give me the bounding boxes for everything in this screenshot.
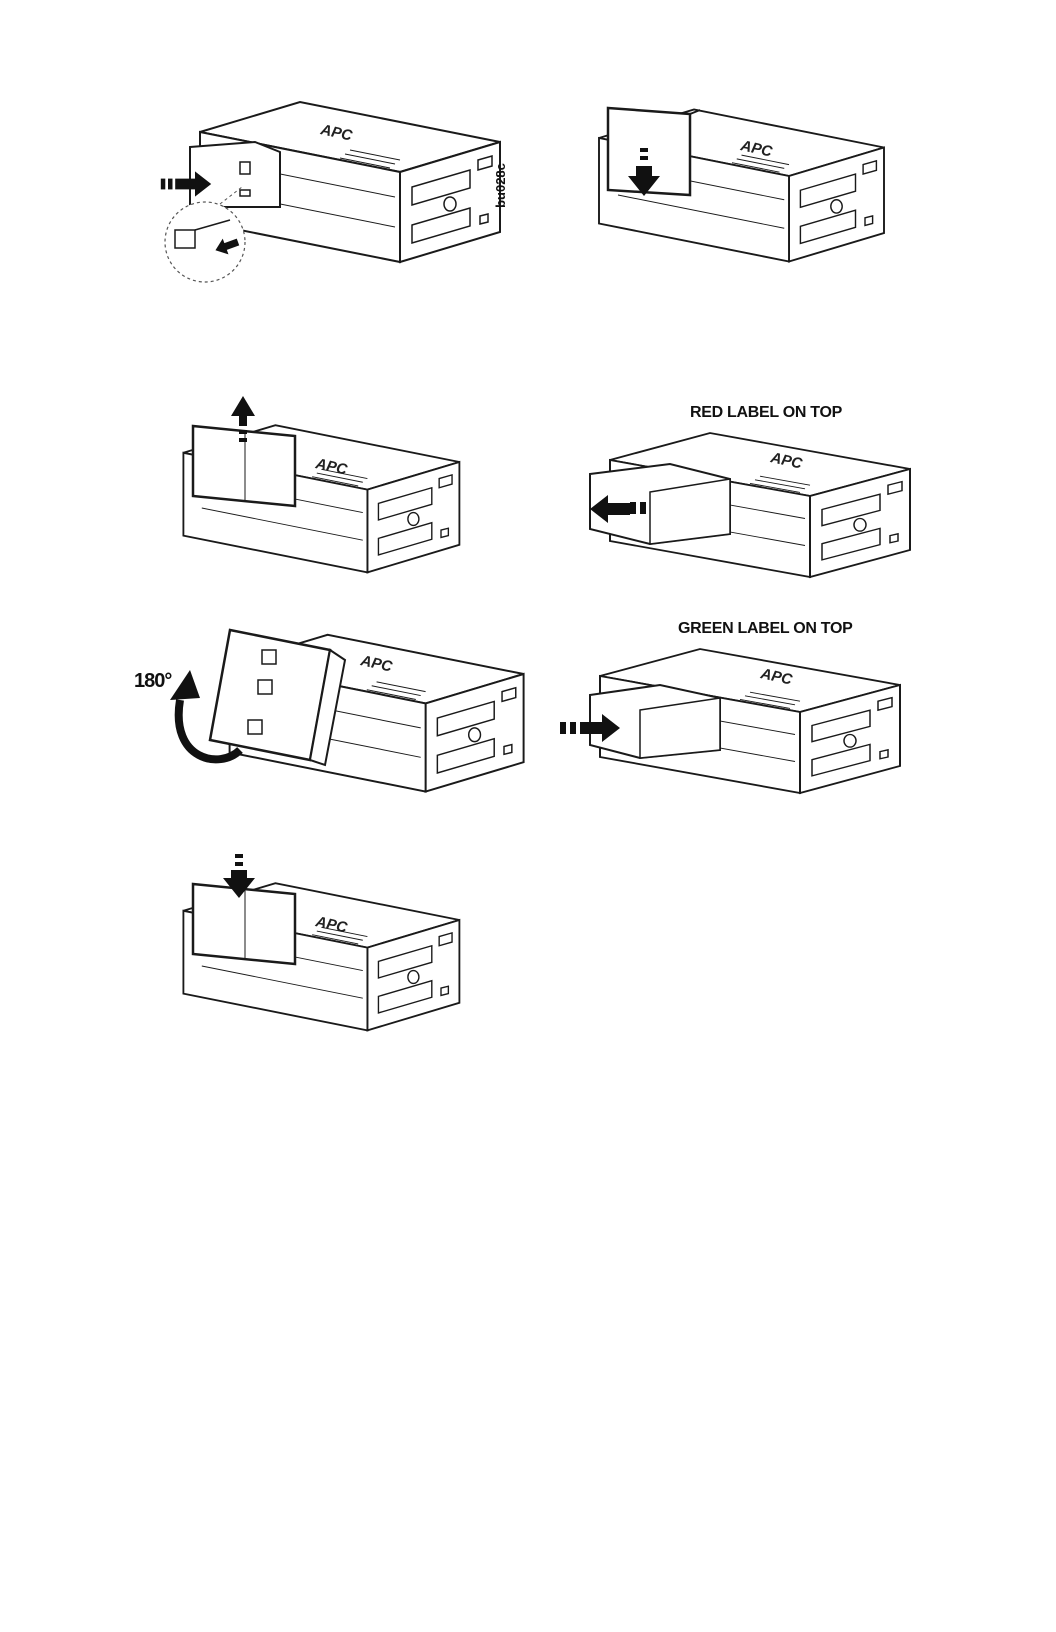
caption-green-label-on-top: GREEN LABEL ON TOP	[678, 620, 852, 638]
figure-step-1: APC	[160, 92, 500, 292]
figure-step-3: APC	[185, 396, 475, 576]
figure-step-2: APC	[600, 100, 900, 260]
ups-door-close-final-illustration: APC	[185, 854, 475, 1034]
figure-step-5: APC	[170, 620, 530, 790]
figure-step-6: APC	[560, 640, 920, 800]
battery-rotate-illustration: APC	[170, 620, 530, 790]
ups-connect-battery-illustration: APC	[160, 92, 500, 292]
rotation-label: 180°	[134, 670, 171, 693]
battery-remove-illustration: APC	[570, 424, 930, 584]
figure-step-7: APC	[185, 854, 475, 1034]
ups-door-open-illustration: APC	[185, 396, 475, 576]
battery-insert-illustration: APC	[560, 640, 920, 800]
caption-red-label-on-top: RED LABEL ON TOP	[690, 404, 842, 422]
ups-door-close-illustration: APC	[600, 100, 900, 260]
figure-step-4: APC	[570, 424, 930, 584]
figure-code-label: bu028c	[493, 163, 508, 208]
